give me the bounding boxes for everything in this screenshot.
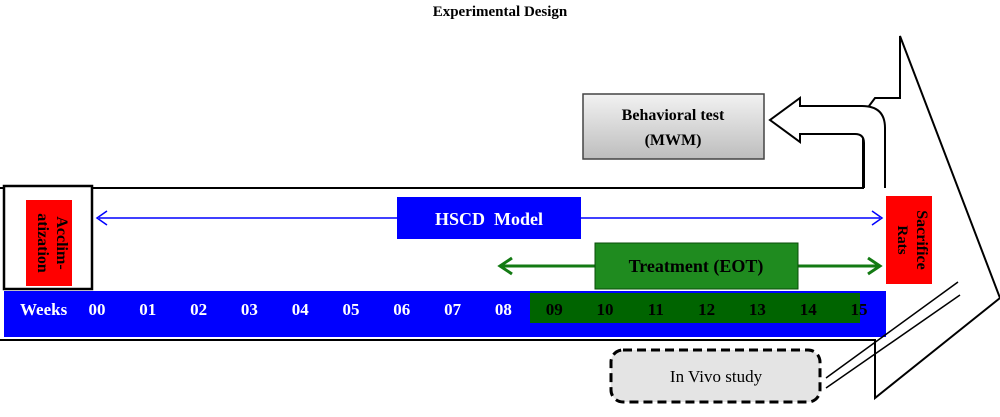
week-label-04: 04 [292, 300, 310, 319]
sacrifice-label-line1: Sacrifice [913, 210, 930, 270]
week-label-11: 11 [648, 300, 664, 319]
week-label-09: 09 [546, 300, 563, 319]
acclimatization-label-line1: Acclim- [53, 216, 70, 269]
hscd-model-label: HSCD Model [435, 209, 543, 229]
week-label-00: 00 [89, 300, 106, 319]
behavioral-label-line1: Behavioral test [622, 107, 725, 124]
sacrifice-label-line2: Rats [894, 225, 910, 254]
week-label-13: 13 [749, 300, 766, 319]
treatment-label: Treatment (EOT) [629, 256, 764, 277]
uturn-arrow-to-behavioral [768, 96, 886, 188]
week-label-10: 10 [597, 300, 614, 319]
week-label-05: 05 [343, 300, 360, 319]
weeks-label: Weeks [20, 300, 68, 319]
week-label-14: 14 [800, 300, 818, 319]
connector-line-invivo-2 [825, 294, 961, 389]
week-label-08: 08 [495, 300, 512, 319]
week-label-12: 12 [698, 300, 715, 319]
behavioral-test-box: Behavioral test (MWM) [582, 93, 765, 160]
in-vivo-label: In Vivo study [670, 367, 763, 386]
treatment-arrow: Treatment (EOT) [497, 242, 883, 290]
hscd-model-arrow: HSCD Model [95, 197, 884, 239]
in-vivo-study-box: In Vivo study [609, 348, 822, 404]
treatment-weeks-bar [530, 293, 860, 323]
sacrifice-rats-label: Sacrifice Rats [886, 196, 932, 284]
acclimatization-label-line2: atization [34, 213, 51, 273]
week-label-07: 07 [444, 300, 462, 319]
week-label-03: 03 [241, 300, 258, 319]
week-label-02: 02 [190, 300, 207, 319]
behavioral-label-line2: (MWM) [645, 132, 702, 149]
week-label-15: 15 [851, 300, 868, 319]
week-label-06: 06 [393, 300, 410, 319]
page-title: Experimental Design [432, 4, 568, 20]
week-label-01: 01 [139, 300, 156, 319]
connector-line-invivo [825, 281, 959, 379]
weeks-timeline: Weeks 00 01 02 03 04 05 06 07 08 09 10 11 12 13 14 15 [4, 291, 886, 337]
acclimatization-box: Acclim- atization [2, 184, 94, 291]
